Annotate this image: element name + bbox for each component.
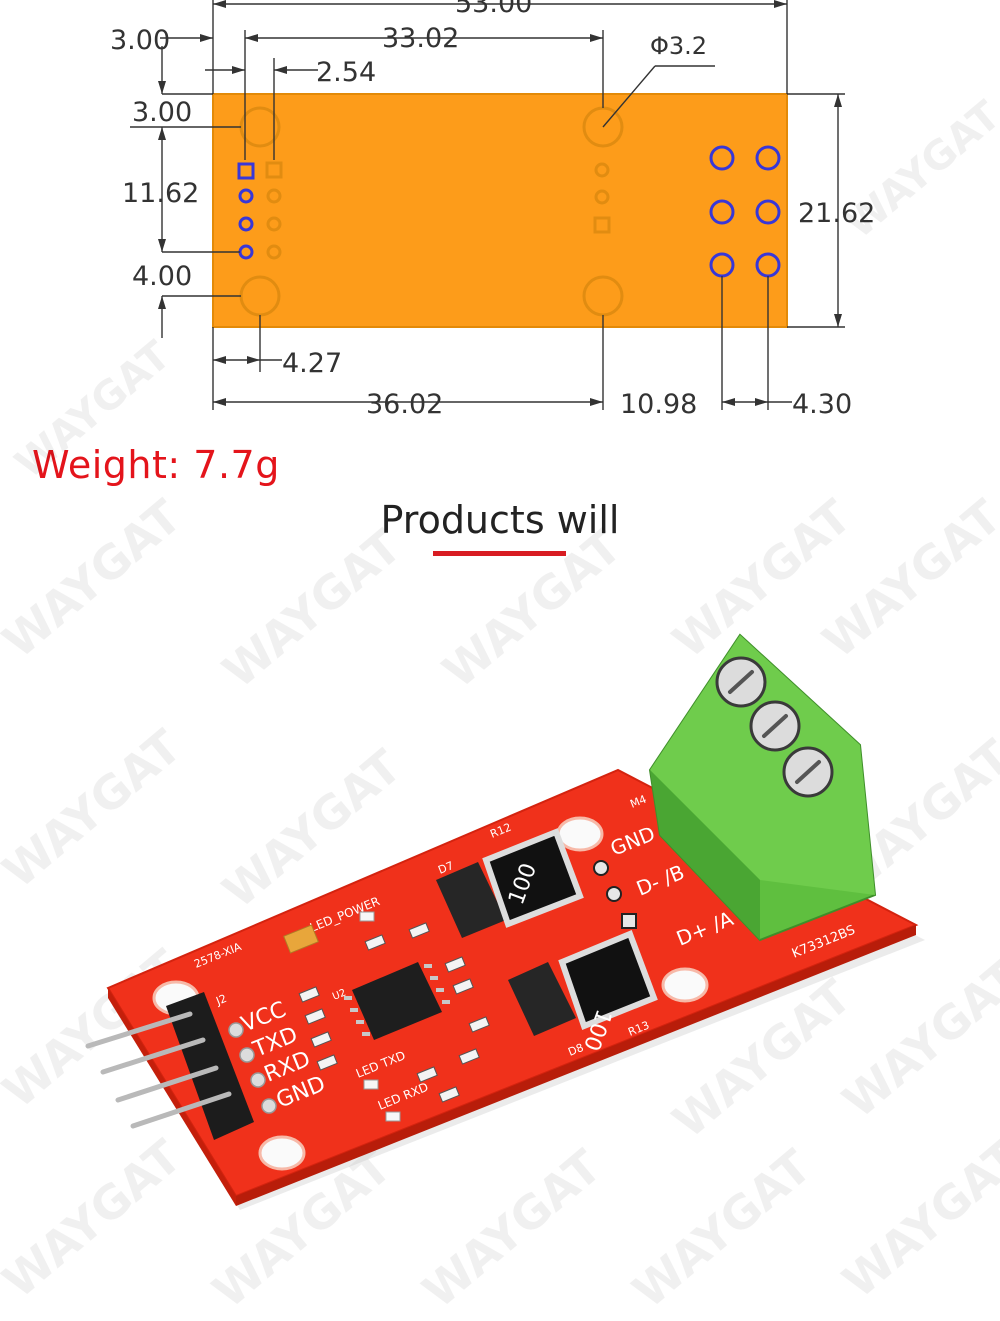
dimension-lines <box>130 0 845 410</box>
dim-bottom-offset: 4.00 <box>132 261 192 292</box>
dim-left-offset: 3.00 <box>110 25 170 56</box>
dim-pin-offset: 4.27 <box>282 348 342 379</box>
status-leds <box>359 911 401 1122</box>
dim-hole-vertical: 11.62 <box>122 178 199 209</box>
section-title: Products will <box>380 498 620 542</box>
dim-pin-pitch: 2.54 <box>316 57 376 88</box>
label-header: J2 <box>213 992 228 1008</box>
title-underline <box>433 551 566 556</box>
dim-total-width: 53.00 <box>455 0 532 19</box>
dim-hole-diameter: Φ3.2 <box>650 32 707 60</box>
smd-components <box>298 922 490 1103</box>
ic-chip <box>344 962 450 1040</box>
board-outline <box>212 93 788 328</box>
screw-terminal <box>648 633 877 942</box>
dim-terminal-offset: 10.98 <box>620 389 697 420</box>
dim-top-offset: 3.00 <box>132 97 192 128</box>
label-d8: D8 <box>566 1041 585 1059</box>
label-d7: D7 <box>436 859 455 877</box>
power-resistors: 100 100 <box>482 828 658 1054</box>
dimension-arrows <box>158 0 842 406</box>
tantalum-cap <box>283 924 319 954</box>
dim-board-height: 21.62 <box>798 198 875 229</box>
diodes <box>436 862 576 1036</box>
header-pads <box>237 161 283 260</box>
label-m4: M4 <box>628 793 648 811</box>
dim-terminal-pitch: 4.30 <box>792 389 852 420</box>
product-photo: VCC TXD RXD GND LED_POWER LED TXD LED RX… <box>85 633 925 1210</box>
middle-pads <box>593 162 611 234</box>
dimension-labels: 53.00 3.00 33.02 2.54 Φ3.2 3.00 11.62 21… <box>110 0 875 420</box>
dim-hole-spacing: 33.02 <box>382 23 459 54</box>
header-pins <box>85 992 277 1140</box>
dimension-drawing: 53.00 3.00 33.02 2.54 Φ3.2 3.00 11.62 21… <box>110 0 875 420</box>
label-chip: U2 <box>331 987 348 1002</box>
weight-label: Weight: 7.7g <box>32 443 280 487</box>
dim-board-span: 36.02 <box>366 389 443 420</box>
